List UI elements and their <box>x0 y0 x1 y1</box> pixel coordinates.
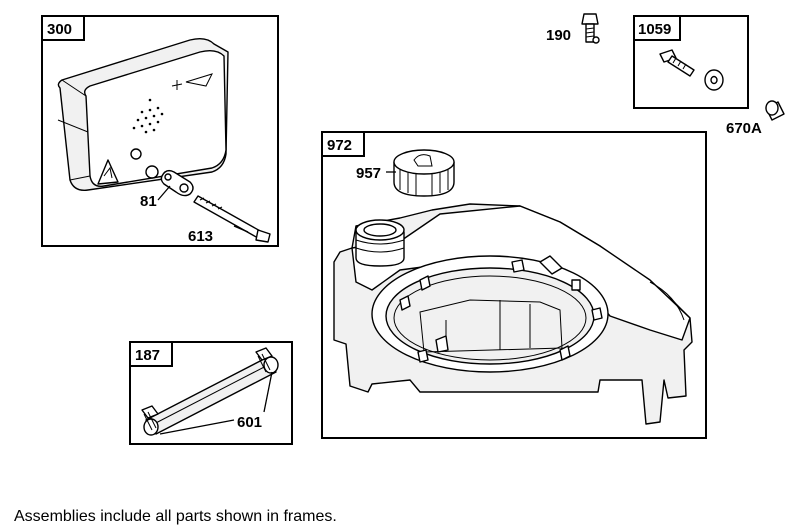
frame-fuel-tank-border <box>321 131 707 439</box>
fuel-hose-illustration <box>141 347 279 436</box>
gasket-illustration <box>160 169 194 197</box>
frame-fuel-tank: 972 957 <box>321 131 707 439</box>
spacer-part: 670A <box>726 100 785 137</box>
fuel-tank-illustration <box>333 203 693 425</box>
assembly-footnote: Assemblies include all parts shown in fr… <box>14 508 337 525</box>
fuel-cap-illustration <box>393 149 455 197</box>
frame-fuel-tank-tag-box <box>321 131 365 157</box>
frame-screw-kit-tag-box <box>633 15 681 41</box>
frame-fuel-line-tag-box <box>129 341 173 367</box>
callout-cap: 957 <box>356 165 381 182</box>
screw-part: 190 <box>546 13 600 44</box>
frame-screw-kit-border <box>633 15 749 109</box>
frame-muffler-border <box>41 15 279 247</box>
muffler-illustration <box>57 37 229 191</box>
callout-leader-gasket <box>157 185 171 201</box>
frame-muffler: 300 <box>41 15 279 247</box>
frame-fuel-line-tag: 187 <box>135 347 160 364</box>
bolt-illustration <box>193 195 271 243</box>
frame-muffler-tag-box <box>41 15 85 41</box>
frame-screw-kit-tag: 1059 <box>638 21 671 38</box>
callout-leader-bolt <box>233 225 249 233</box>
frame-screw-kit: 1059 <box>633 15 749 109</box>
frame-muffler-tag: 300 <box>47 21 72 38</box>
frame-fuel-line: 187 601 <box>129 341 293 445</box>
frame-fuel-tank-tag: 972 <box>327 137 352 154</box>
callout-leader-hose-a <box>159 419 235 435</box>
frame-fuel-line-border <box>129 341 293 445</box>
callout-leader-hose-b <box>263 371 273 413</box>
callout-hose: 601 <box>237 414 262 431</box>
callout-screw: 190 <box>546 27 571 44</box>
callout-gasket: 81 <box>140 193 157 210</box>
callout-spacer: 670A <box>726 120 762 137</box>
screw-kit-illustration <box>659 49 724 91</box>
callout-bolt: 613 <box>188 228 213 245</box>
